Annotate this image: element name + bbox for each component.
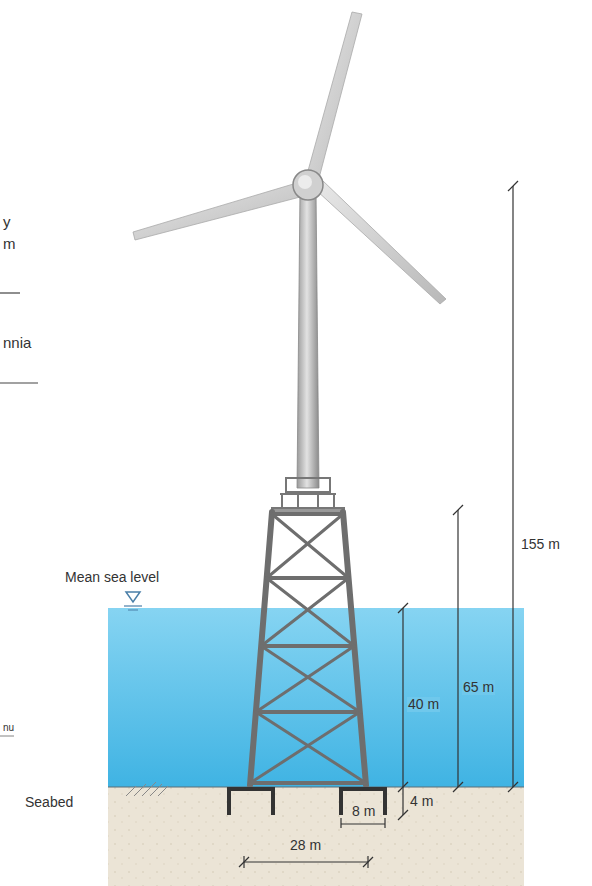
dimension-label: 28 m bbox=[289, 838, 322, 853]
jacket-member bbox=[261, 644, 354, 648]
jacket-member bbox=[272, 514, 349, 578]
jacket-member bbox=[256, 646, 354, 712]
jacket-member bbox=[272, 512, 343, 516]
jacket-member bbox=[250, 512, 272, 785]
jacket-member bbox=[343, 512, 366, 785]
cropped-text: y bbox=[2, 214, 12, 231]
jacket-member bbox=[267, 514, 343, 578]
jacket-member bbox=[250, 781, 366, 785]
cropped-text: nu bbox=[2, 722, 15, 733]
jacket-member bbox=[256, 712, 366, 783]
jacket-member bbox=[256, 710, 360, 714]
dimension-label: 155 m bbox=[520, 537, 561, 552]
jacket-member bbox=[261, 646, 360, 712]
dimension-label: 8 m bbox=[351, 804, 376, 819]
dimension-label: 4 m bbox=[409, 794, 434, 809]
jacket-member bbox=[250, 712, 360, 783]
jacket-member bbox=[267, 578, 355, 646]
water-level-label: Mean sea level bbox=[64, 570, 160, 585]
dimension-label: 65 m bbox=[462, 680, 495, 695]
seabed-label: Seabed bbox=[24, 795, 74, 810]
dimension-label: 40 m bbox=[407, 697, 440, 712]
cropped-text: m bbox=[2, 236, 17, 253]
cropped-text: nnia bbox=[2, 335, 32, 352]
jacket-member bbox=[267, 576, 349, 580]
jacket-member bbox=[261, 578, 348, 646]
